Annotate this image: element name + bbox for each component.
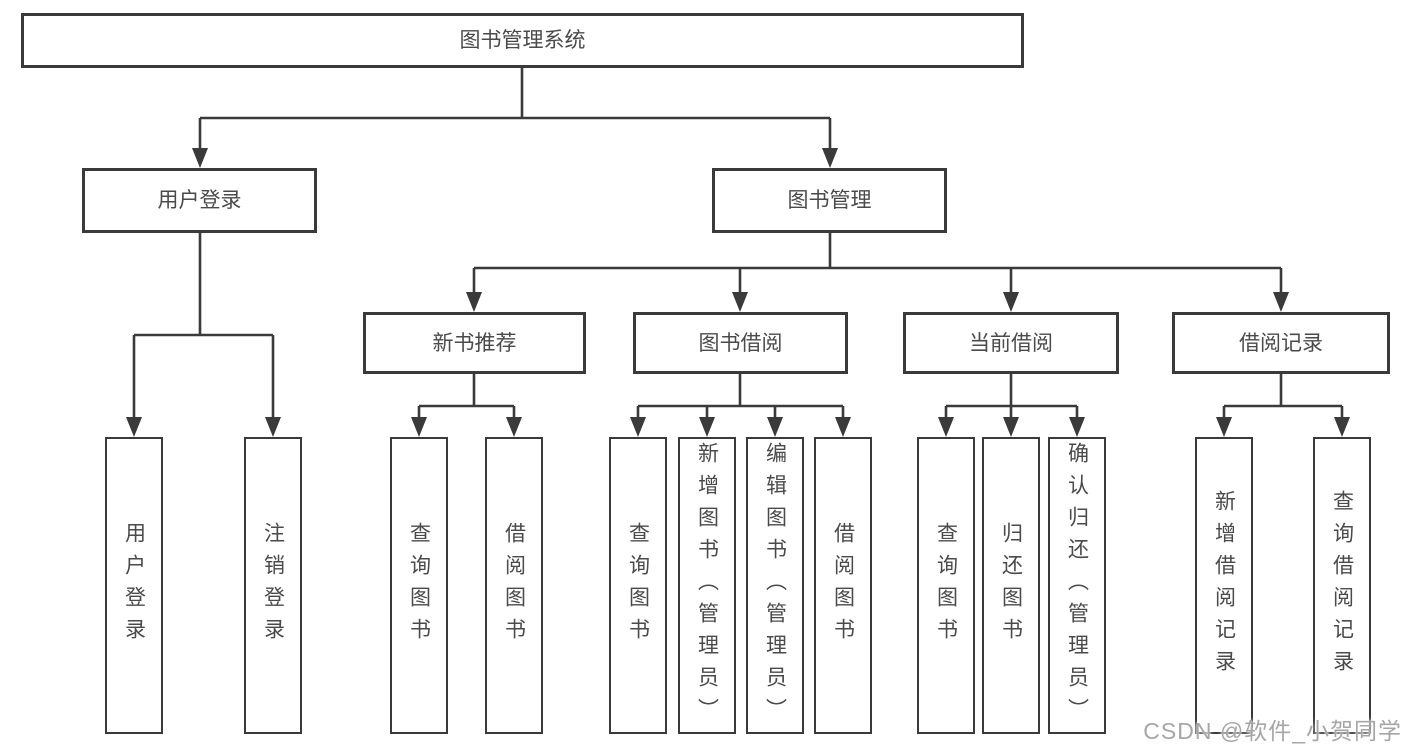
node-label: 归还图书: [999, 521, 1023, 650]
node-label: 图书管理: [787, 189, 872, 212]
node-library-system: 图书管理系统: [21, 13, 1024, 68]
node-book-management: 图书管理: [712, 168, 947, 233]
arrowhead: [699, 417, 715, 437]
arrowhead: [466, 292, 482, 312]
connector-root: [198, 68, 832, 150]
arrowheads: [126, 148, 1350, 437]
node-label: 新书推荐: [432, 331, 517, 355]
node-label: 图书借阅: [698, 331, 783, 355]
node-label: 新增借阅记录: [1212, 489, 1236, 682]
leaf-query-borrow-record: 查询借阅记录: [1313, 437, 1371, 734]
node-label: 查询图书: [934, 521, 958, 650]
arrowhead: [1216, 417, 1232, 437]
arrowhead: [732, 292, 748, 312]
arrowhead: [126, 417, 142, 437]
leaf-return-books: 归还图书: [982, 437, 1040, 734]
csdn-watermark: CSDN @软件_小贺同学: [1143, 718, 1402, 744]
leaf-logout: 注销登录: [244, 437, 302, 734]
node-label: 注销登录: [261, 521, 285, 650]
leaf-confirm-return-admin: 确认归还（管理员）: [1048, 437, 1106, 734]
leaf-borrow-books: 借阅图书: [814, 437, 872, 734]
node-book-borrowing: 图书借阅: [633, 312, 848, 374]
node-label: 查询借阅记录: [1330, 489, 1354, 682]
connector-book-borrowing: [636, 374, 845, 419]
node-user-login: 用户登录: [82, 168, 317, 233]
arrowhead: [192, 148, 208, 168]
node-label: 用户登录: [157, 189, 242, 212]
arrowhead: [767, 417, 783, 437]
node-label: 编辑图书（管理员）: [763, 441, 787, 730]
arrowhead: [411, 417, 427, 437]
leaf-add-books-admin: 新增图书（管理员）: [678, 437, 736, 734]
node-label: 用户登录: [122, 521, 146, 650]
leaf-borrow-books-recommend: 借阅图书: [485, 437, 543, 734]
node-label: 查询图书: [407, 521, 431, 650]
leaf-user-login: 用户登录: [105, 437, 163, 734]
leaf-edit-books-admin: 编辑图书（管理员）: [746, 437, 804, 734]
connector-current-borrowing: [944, 374, 1079, 419]
leaf-query-books-borrowing: 查询图书: [609, 437, 667, 734]
arrowhead: [822, 148, 838, 168]
node-label: 借阅图书: [831, 521, 855, 650]
connector-strokes: [132, 68, 1344, 419]
arrowhead: [938, 417, 954, 437]
node-label: 借阅记录: [1239, 331, 1323, 355]
arrowhead: [835, 417, 851, 437]
node-label: 查询图书: [626, 521, 650, 650]
arrowhead: [506, 417, 522, 437]
node-current-borrowing: 当前借阅: [903, 312, 1119, 374]
node-label: 借阅图书: [502, 521, 526, 650]
arrowhead: [1273, 292, 1289, 312]
arrowhead: [1069, 417, 1085, 437]
connector-borrowing-records: [1222, 374, 1344, 419]
node-new-book-recommend: 新书推荐: [363, 312, 586, 374]
node-borrowing-records: 借阅记录: [1172, 312, 1390, 374]
leaf-add-borrow-record: 新增借阅记录: [1195, 437, 1253, 734]
node-label: 新增图书（管理员）: [695, 441, 719, 730]
connector-user-login: [132, 233, 275, 419]
arrowhead: [630, 417, 646, 437]
connector-book-management: [472, 233, 1283, 294]
node-label: 当前借阅: [969, 331, 1053, 355]
arrowhead: [1003, 292, 1019, 312]
connector-new-books: [417, 374, 516, 419]
leaf-query-books-recommend: 查询图书: [390, 437, 448, 734]
leaf-query-books-current: 查询图书: [917, 437, 975, 734]
arrowhead: [265, 417, 281, 437]
arrowhead: [1334, 417, 1350, 437]
arrowhead: [1003, 417, 1019, 437]
node-label: 确认归还（管理员）: [1065, 441, 1089, 730]
node-label: 图书管理系统: [459, 29, 586, 52]
